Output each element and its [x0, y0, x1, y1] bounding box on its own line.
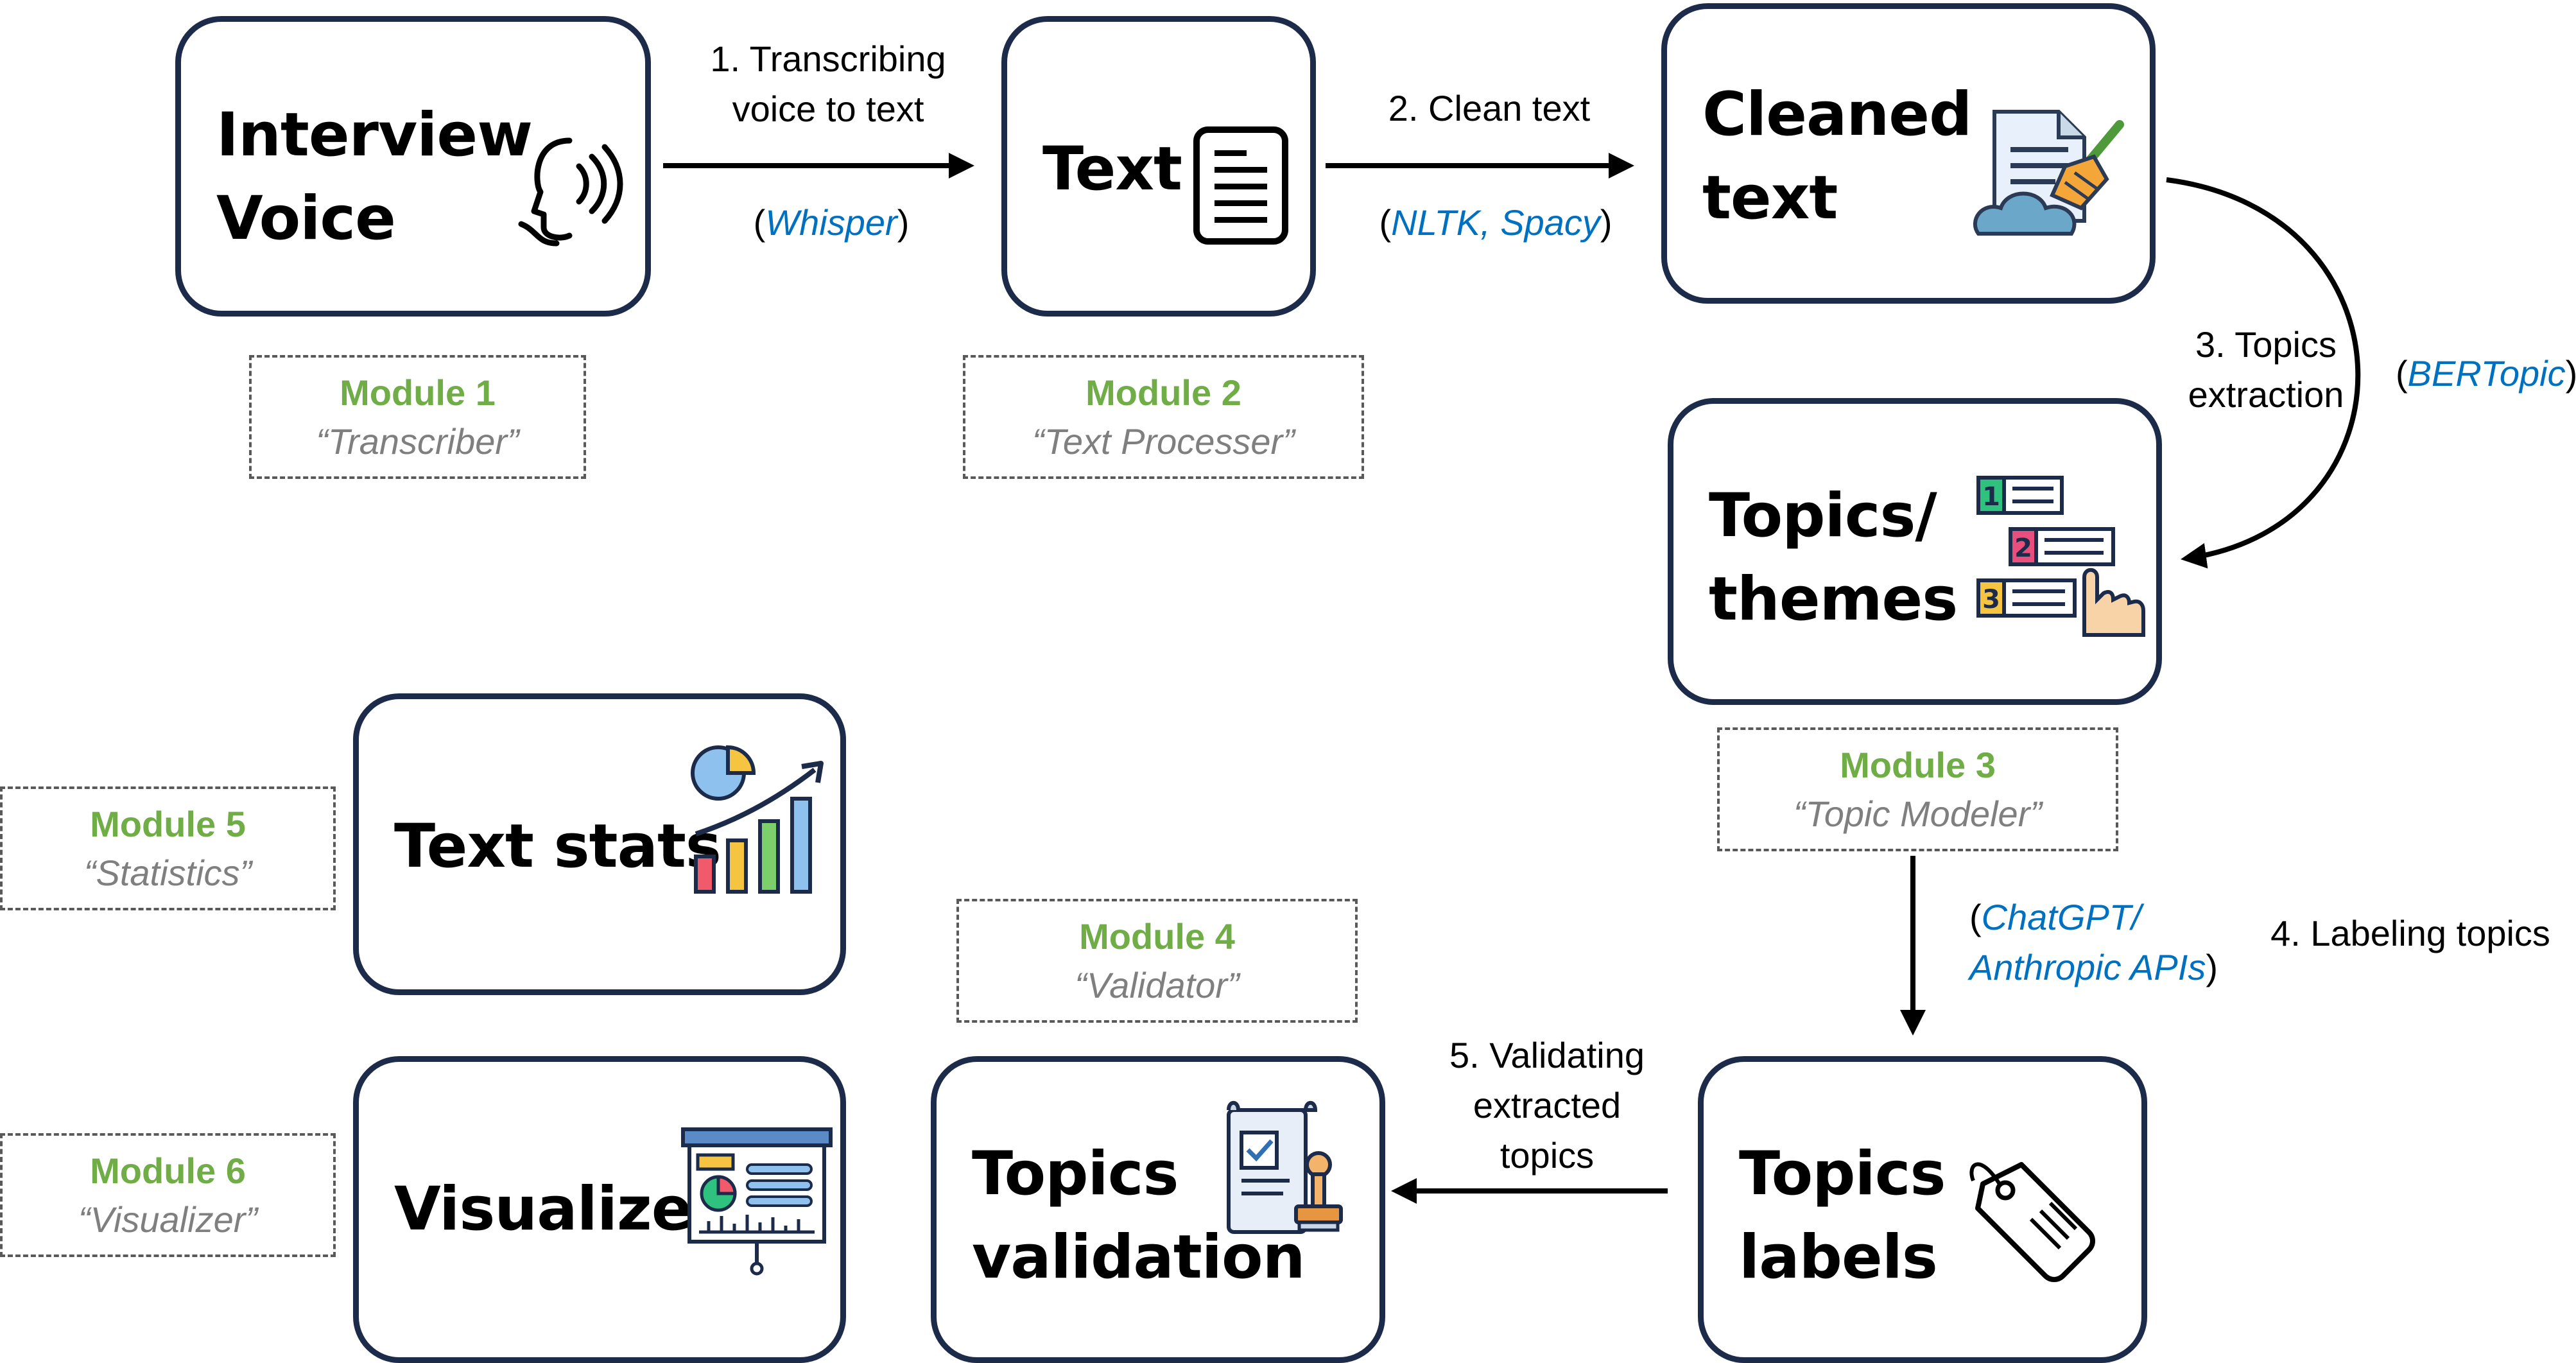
step-1-tool-open: (: [753, 202, 766, 243]
cleaned-text-title: Cleaned text: [1702, 80, 1972, 233]
module-5-box: Module 5 “Statistics”: [0, 786, 336, 910]
visualizer-title: Visualizer: [394, 1174, 722, 1244]
module-5-alias: “Statistics”: [83, 852, 252, 893]
arrow-cleaned-to-topics: [2166, 177, 2361, 569]
step-3-tool-close: ): [2566, 353, 2576, 394]
module-3-alias: “Topic Modeler”: [1794, 793, 2042, 834]
step-2-tool-open: (: [1379, 202, 1392, 243]
presentation-board-icon: [681, 1127, 833, 1276]
text-box: Text: [1001, 16, 1316, 317]
text-stats-title: Text stats: [394, 812, 722, 881]
step-4-tool-name: ChatGPT/ Anthropic APIs: [1969, 897, 2206, 987]
speaking-head-icon: [518, 137, 623, 247]
step-2-label: 2. Clean text: [1388, 88, 1591, 128]
document-icon: [1193, 126, 1288, 245]
step-4-tool-open: (: [1969, 897, 1982, 937]
validation-stamp-icon: [1227, 1100, 1343, 1234]
broom-cleaning-icon: [1973, 110, 2124, 236]
step-1-tool-close: ): [897, 202, 910, 243]
step-1-tool: (Whisper): [738, 198, 924, 248]
module-5-name: Module 5: [90, 803, 246, 844]
step-1-label: 1. Transcribing voice to text: [710, 39, 946, 129]
tag-icon: [1969, 1162, 2095, 1282]
topics-themes-title: Topics/ themes: [1709, 481, 1958, 634]
step-3-tool-open: (: [2396, 353, 2408, 394]
step-4-tool-close: ): [2206, 947, 2218, 987]
interview-voice-box: Interview Voice: [175, 16, 651, 317]
module-4-box: Module 4 “Validator”: [956, 899, 1358, 1023]
module-4-alias: “Validator”: [1075, 964, 1240, 1005]
step-3-tool: (BERTopic): [2396, 349, 2576, 399]
step-2-tool-close: ): [1600, 202, 1612, 243]
topics-themes-box: Topics/ themes 1 2 3: [1668, 398, 2162, 705]
step-2-tool: (NLTK, Spacy): [1361, 198, 1630, 248]
module-3-name: Module 3: [1840, 744, 1996, 785]
step-4-label: 4. Labeling topics: [2270, 913, 2550, 953]
step-3-label: 3. Topics extraction: [2188, 324, 2344, 415]
cleaned-text-box: Cleaned text: [1661, 3, 2156, 304]
module-1-alias: “Transcriber”: [316, 421, 519, 462]
module-2-box: Module 2 “Text Processer”: [963, 355, 1364, 479]
step-2-tool-name: NLTK, Spacy: [1391, 202, 1600, 243]
interview-voice-title: Interview Voice: [216, 100, 533, 254]
chart-growth-icon: [691, 745, 824, 894]
text-stats-box: Text stats: [353, 693, 846, 995]
module-1-box: Module 1 “Transcriber”: [249, 355, 586, 479]
svg-text:2: 2: [2014, 534, 2032, 563]
module-3-box: Module 3 “Topic Modeler”: [1717, 727, 2118, 851]
text-title: Text: [1042, 134, 1182, 204]
step-4-tool: (ChatGPT/ Anthropic APIs): [1969, 892, 2218, 993]
module-6-alias: “Visualizer”: [78, 1199, 258, 1240]
visualizer-box: Visualizer: [353, 1056, 846, 1363]
step-3-tool-name: BERTopic: [2407, 353, 2566, 394]
module-4-name: Module 4: [1079, 916, 1235, 957]
topics-labels-title: Topics labels: [1739, 1139, 1946, 1292]
topics-validation-box: Topics validation: [931, 1056, 1385, 1363]
step-5-label: 5. Validating extracted topics: [1449, 1035, 1645, 1176]
svg-text:3: 3: [1982, 585, 2000, 614]
svg-text:1: 1: [1982, 482, 2000, 512]
numbered-list-icon: 1 2 3: [1976, 476, 2145, 637]
module-6-name: Module 6: [90, 1150, 246, 1191]
module-2-alias: “Text Processer”: [1032, 421, 1295, 462]
module-6-box: Module 6 “Visualizer”: [0, 1133, 336, 1257]
module-2-name: Module 2: [1085, 372, 1241, 413]
module-1-name: Module 1: [340, 372, 496, 413]
step-1-tool-name: Whisper: [765, 202, 897, 243]
topics-labels-box: Topics labels: [1698, 1056, 2147, 1363]
